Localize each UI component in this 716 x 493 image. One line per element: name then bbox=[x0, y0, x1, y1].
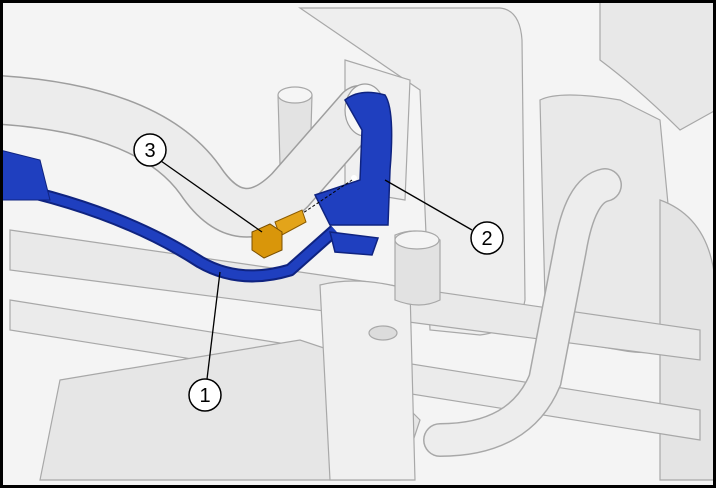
hose bbox=[424, 169, 621, 456]
callout-1: 1 bbox=[188, 378, 222, 412]
bracket-left-clamp bbox=[0, 149, 51, 201]
bolt-hole bbox=[351, 175, 357, 181]
callout-1-label: 1 bbox=[199, 385, 210, 407]
main-pipe bbox=[0, 76, 384, 237]
bracket-pipe bbox=[0, 180, 338, 281]
callout-2-label: 2 bbox=[481, 228, 492, 250]
callout-3-label: 3 bbox=[144, 140, 155, 162]
callout-3: 3 bbox=[133, 133, 167, 167]
bracket-tab bbox=[329, 231, 380, 256]
callout-2: 2 bbox=[470, 221, 504, 255]
bolt-axis-line bbox=[299, 179, 353, 216]
bolt bbox=[251, 209, 307, 259]
leader-lines bbox=[160, 160, 473, 380]
